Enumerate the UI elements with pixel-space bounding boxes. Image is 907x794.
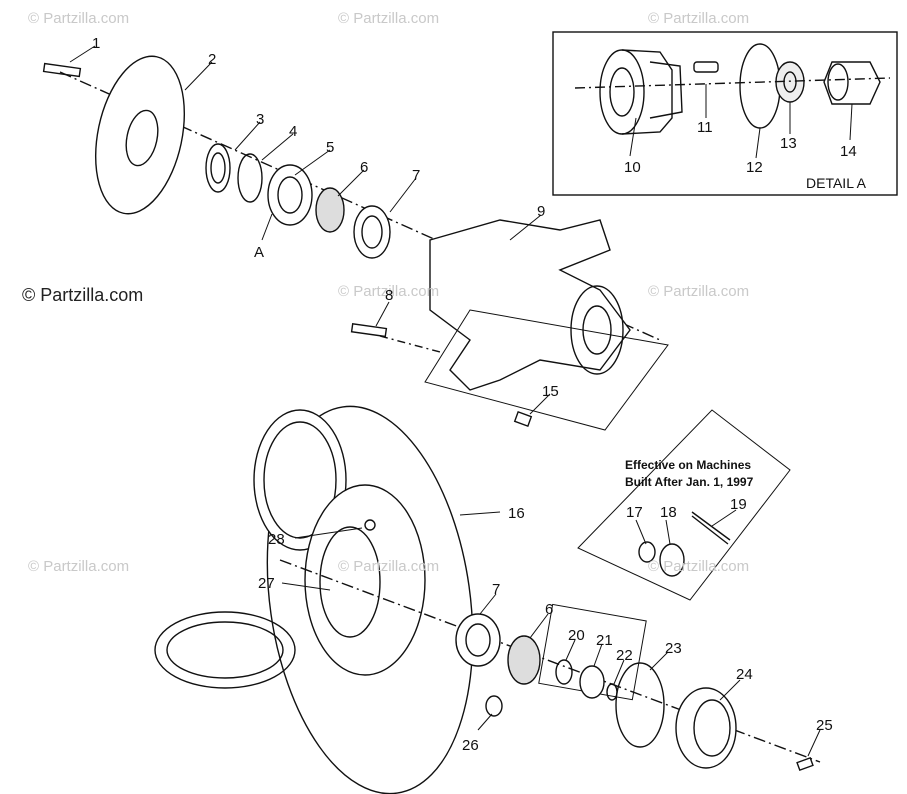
copyright-label: © Partzilla.com [22,285,144,305]
part-3-seal [205,143,231,193]
callout-20: 20 [568,627,585,644]
callout-15: 15 [542,383,559,400]
part-1-bolt [42,62,82,78]
sub-label-a: A [254,244,265,261]
callout-8: 8 [385,287,394,304]
callout-27: 27 [258,575,275,592]
part-14-nut [823,61,881,105]
detail-a-label: DETAIL A [806,175,866,191]
watermark: © Partzilla.com [648,558,750,575]
callout-17: 17 [626,504,643,521]
callout-25: 25 [816,717,833,734]
watermark: © Partzilla.com [28,558,130,575]
part-21-nut [579,665,605,699]
part-25-screw [796,756,814,772]
detail-a-box [552,31,898,196]
callout-28: 28 [268,531,285,548]
watermark: © Partzilla.com [648,10,750,27]
watermark: © Partzilla.com [338,558,440,575]
part-19-cotter-pin [691,511,731,545]
part-27-rim [304,484,426,676]
callout-13: 13 [780,135,797,152]
callout-23: 23 [665,640,682,657]
part-28-fastener [364,519,376,531]
callout-26: 26 [462,737,479,754]
callout-18: 18 [660,504,677,521]
part-2-brake-disc [94,55,186,215]
part-26-valve [485,695,503,717]
callout-4: 4 [289,123,298,140]
part-7-race-lower [455,613,501,667]
part-8-bolt [350,323,388,338]
part-9-knuckle [429,219,631,391]
part-22-pin [606,683,618,701]
part-23-oring [615,662,665,748]
part-10-hub [599,49,683,135]
part-24-cap [675,687,737,769]
watermark: © Partzilla.com [338,283,440,300]
callout-2: 2 [208,51,217,68]
part-7-race-upper [353,205,391,259]
callout-14: 14 [840,143,857,160]
callout-3: 3 [256,111,265,128]
callout-1: 1 [92,35,101,52]
watermark: © Partzilla.com [648,283,750,300]
part-6-bearing-upper [315,187,345,233]
callout-9: 9 [537,203,546,220]
effective-note-box [577,409,791,601]
callout-21: 21 [596,632,613,649]
callout-11: 11 [697,119,713,136]
part-20-washer [555,659,573,685]
callout-16: 16 [508,505,525,522]
watermark: © Partzilla.com [338,10,440,27]
callout-6-lower: 6 [545,601,554,618]
part-17-washer [638,541,656,563]
callout-22: 22 [616,647,633,664]
part-11-pin [693,61,719,73]
watermark: © Partzilla.com [28,10,130,27]
callout-7-lower: 7 [492,581,501,598]
note-line-2: Built After Jan. 1, 1997 [625,475,754,489]
callout-7: 7 [412,167,421,184]
callout-19: 19 [730,496,747,513]
part-6-bearing-lower [507,635,541,685]
part-5-hub [267,164,313,226]
note-line-1: Effective on Machines [625,458,752,472]
part-15-fitting [513,411,533,427]
callout-12: 12 [746,159,763,176]
callout-24: 24 [736,666,753,683]
part-4-ring [237,153,263,203]
part-18-nut [659,543,685,577]
part-12-ring [739,43,781,129]
callout-5: 5 [326,139,335,156]
callout-10: 10 [624,159,641,176]
callout-6: 6 [360,159,369,176]
